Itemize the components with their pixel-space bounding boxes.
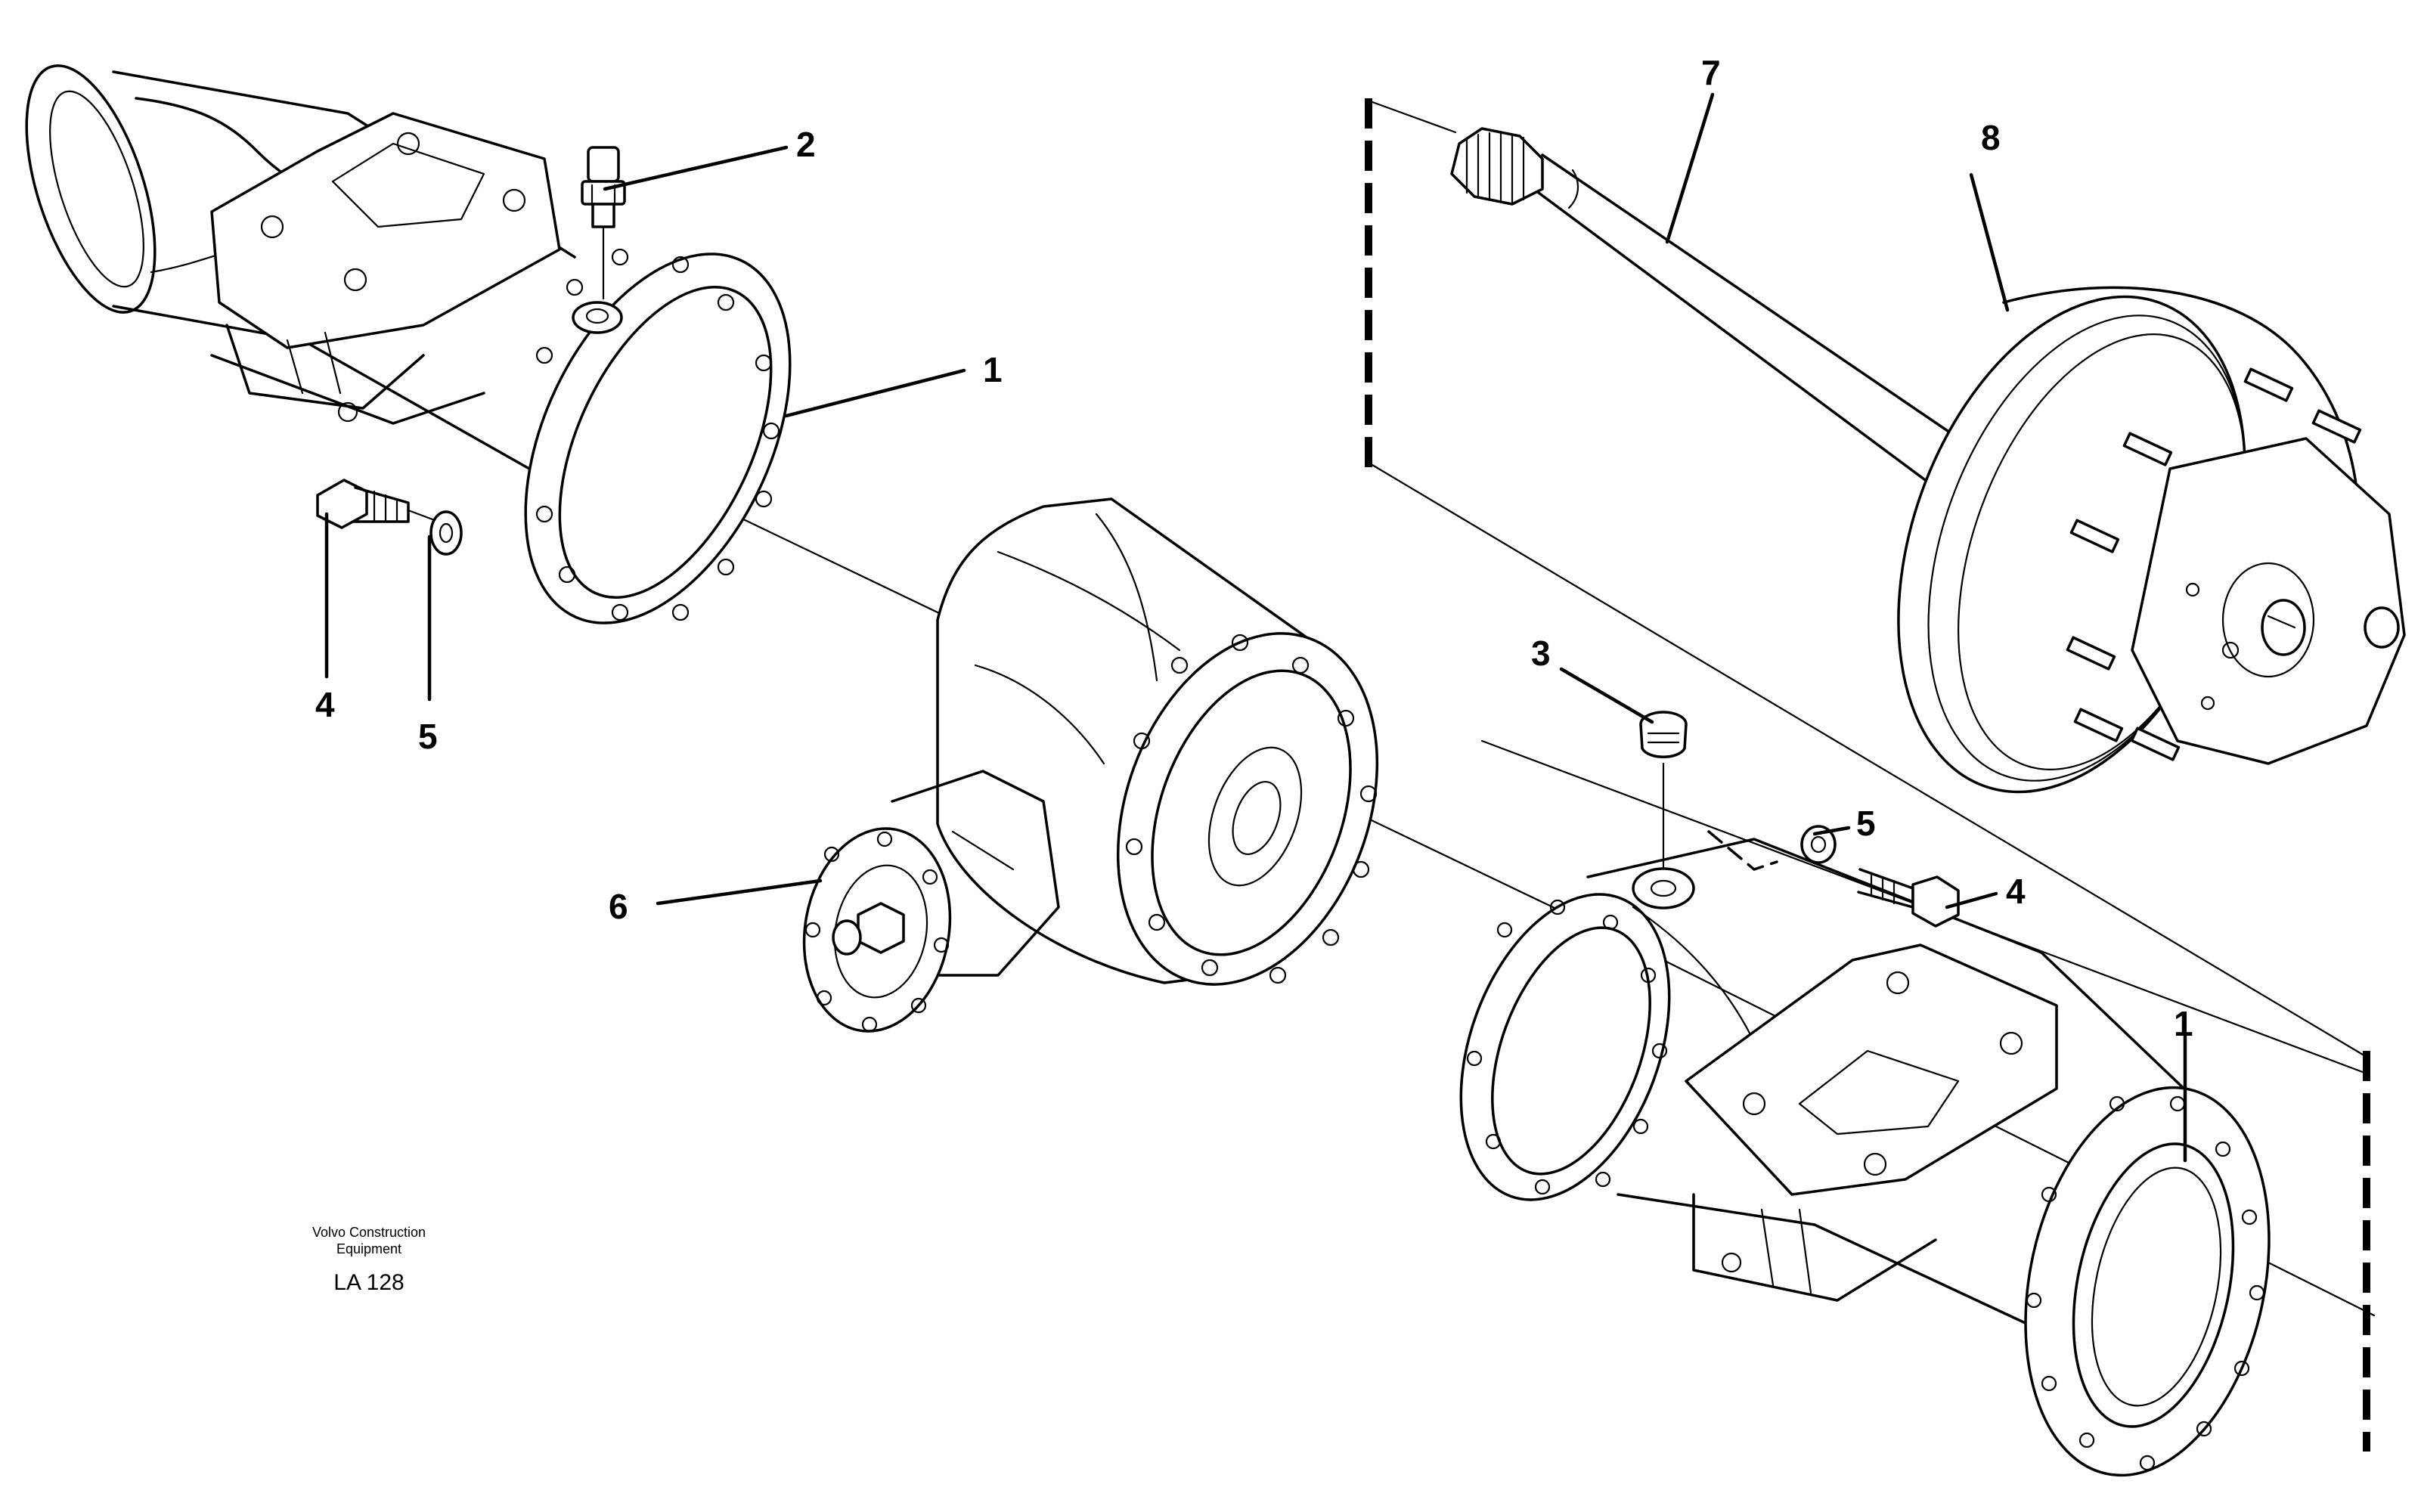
callout-1-right: 1 xyxy=(2174,1004,2193,1043)
callout-4-left: 4 xyxy=(315,685,335,724)
callout-4-right: 4 xyxy=(2006,872,2026,911)
callout-2: 2 xyxy=(796,125,816,164)
shaft-hub-group-outline xyxy=(1365,98,2370,1452)
drawing-footer: Volvo Construction Equipment LA 128 xyxy=(312,1225,426,1295)
breather-fitting xyxy=(581,146,626,300)
callout-7: 7 xyxy=(1701,53,1721,92)
left-bolt-and-washer xyxy=(316,479,463,556)
brand-line-1: Volvo Construction xyxy=(312,1225,426,1240)
callout-6: 6 xyxy=(609,887,628,926)
callout-5-left: 5 xyxy=(418,717,438,756)
differential-carrier xyxy=(802,497,1379,1033)
brand-line-2: Equipment xyxy=(336,1241,401,1256)
wheel-hub xyxy=(1897,286,2406,794)
callout-8: 8 xyxy=(1981,118,2001,157)
callout-1-left: 1 xyxy=(983,350,1003,389)
callout-3: 3 xyxy=(1531,634,1551,673)
callout-labels: 1 1 2 3 4 4 5 5 6 7 8 xyxy=(315,53,2193,1043)
drain-plug xyxy=(1639,711,1688,882)
callout-leaders xyxy=(324,92,2187,1163)
drive-shaft xyxy=(1450,127,1982,500)
callout-5-right: 5 xyxy=(1856,804,1876,843)
right-bolt-and-washer xyxy=(1707,825,1960,928)
right-axle-housing xyxy=(1459,838,2271,1477)
drawing-code: LA 128 xyxy=(333,1270,404,1295)
left-axle-housing xyxy=(25,64,792,624)
